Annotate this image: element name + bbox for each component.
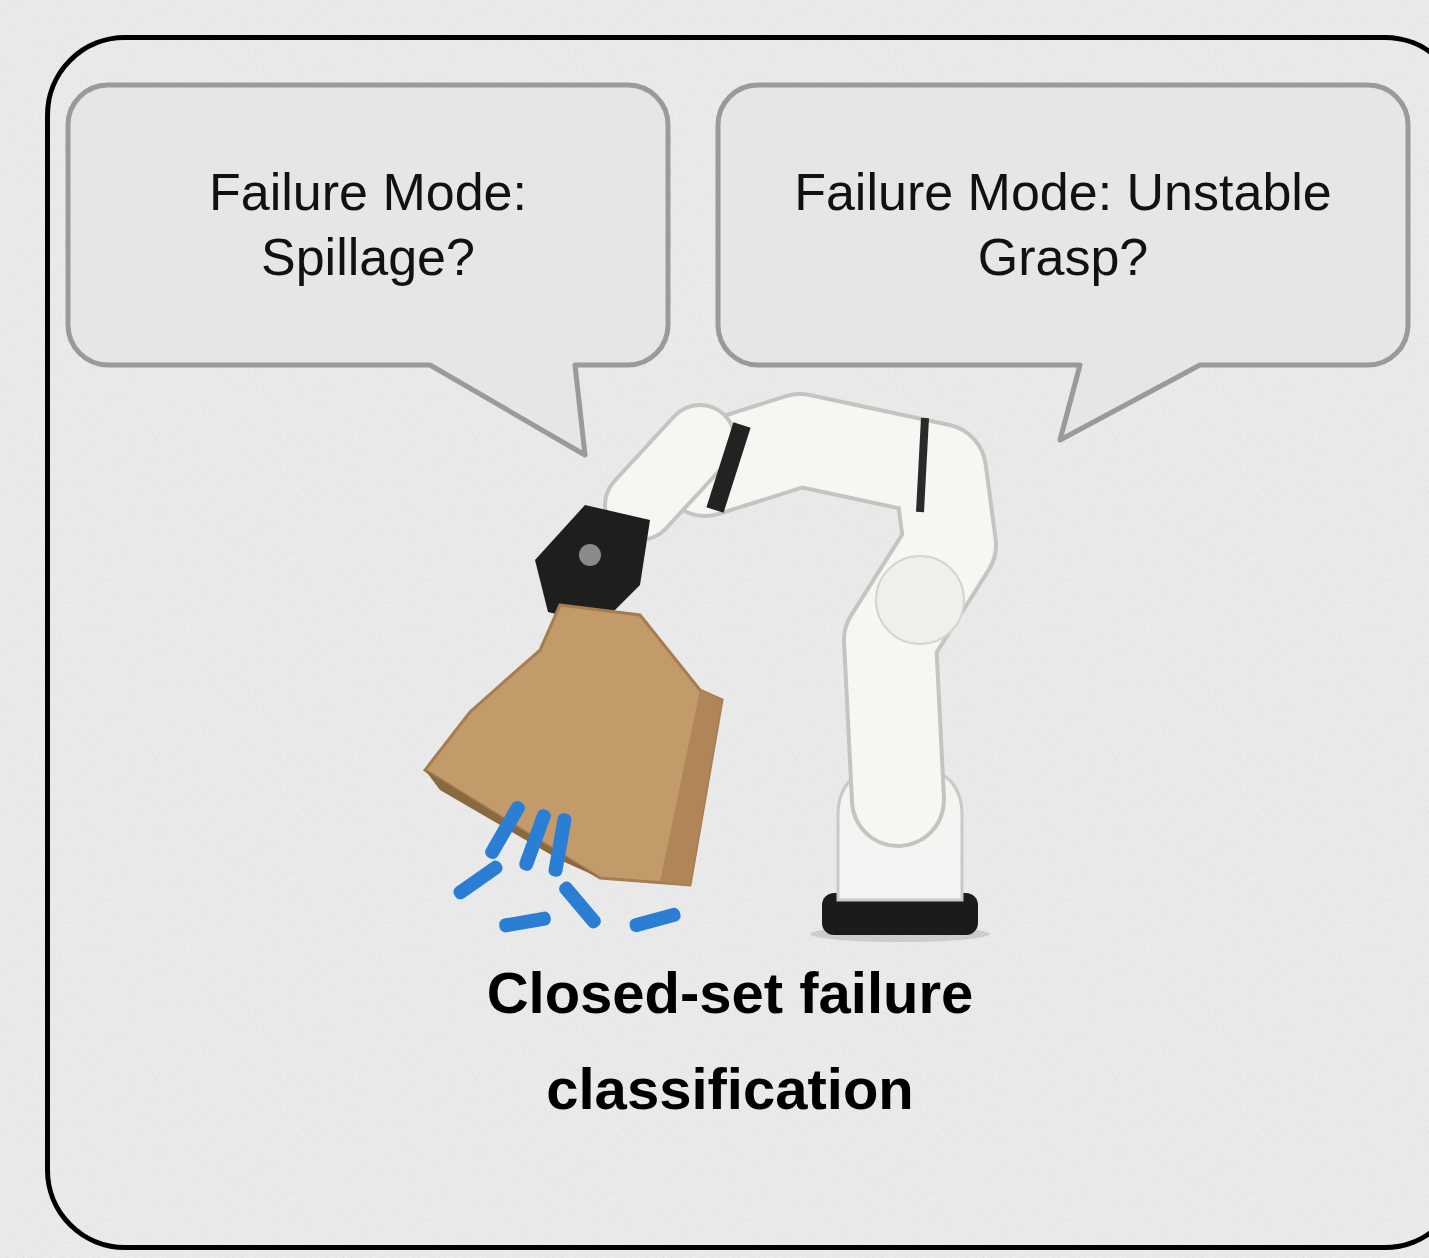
wrist-link bbox=[640, 440, 700, 505]
bubble-text: Failure Mode: Spillage? bbox=[148, 160, 588, 290]
pen bbox=[451, 858, 505, 902]
bubble-outline bbox=[718, 85, 1408, 365]
bag-side bbox=[660, 690, 722, 885]
gripper bbox=[535, 505, 650, 625]
pen bbox=[628, 907, 682, 934]
speech-bubble: Failure Mode: Unstable Grasp? bbox=[718, 85, 1408, 365]
bag-body bbox=[425, 605, 722, 885]
bubble-text: Failure Mode: Unstable Grasp? bbox=[783, 160, 1343, 290]
spilled-pens bbox=[451, 799, 682, 934]
paper-bag bbox=[425, 605, 722, 885]
panel-caption: Closed-set failure classification bbox=[350, 945, 1110, 1137]
pen bbox=[517, 808, 552, 873]
bubble-outline bbox=[68, 85, 668, 365]
bag-mouth bbox=[425, 770, 600, 878]
speech-bubble: Failure Mode: Spillage? bbox=[68, 85, 668, 365]
panel-frame: Closed-set failure classification Failure… bbox=[45, 35, 1429, 1250]
caption-block: Closed-set failure classification bbox=[350, 945, 1110, 1137]
wrist-ring bbox=[715, 425, 742, 510]
joint-ring bbox=[920, 418, 925, 512]
pen bbox=[548, 812, 573, 877]
pen bbox=[483, 799, 527, 861]
pen bbox=[498, 911, 552, 934]
bubble-shape bbox=[718, 85, 1408, 440]
elbow-joint bbox=[876, 556, 964, 644]
gripper-bolt bbox=[579, 544, 601, 566]
wrist-outline bbox=[640, 440, 700, 505]
pen bbox=[557, 879, 604, 931]
bubble-shape bbox=[68, 85, 668, 455]
